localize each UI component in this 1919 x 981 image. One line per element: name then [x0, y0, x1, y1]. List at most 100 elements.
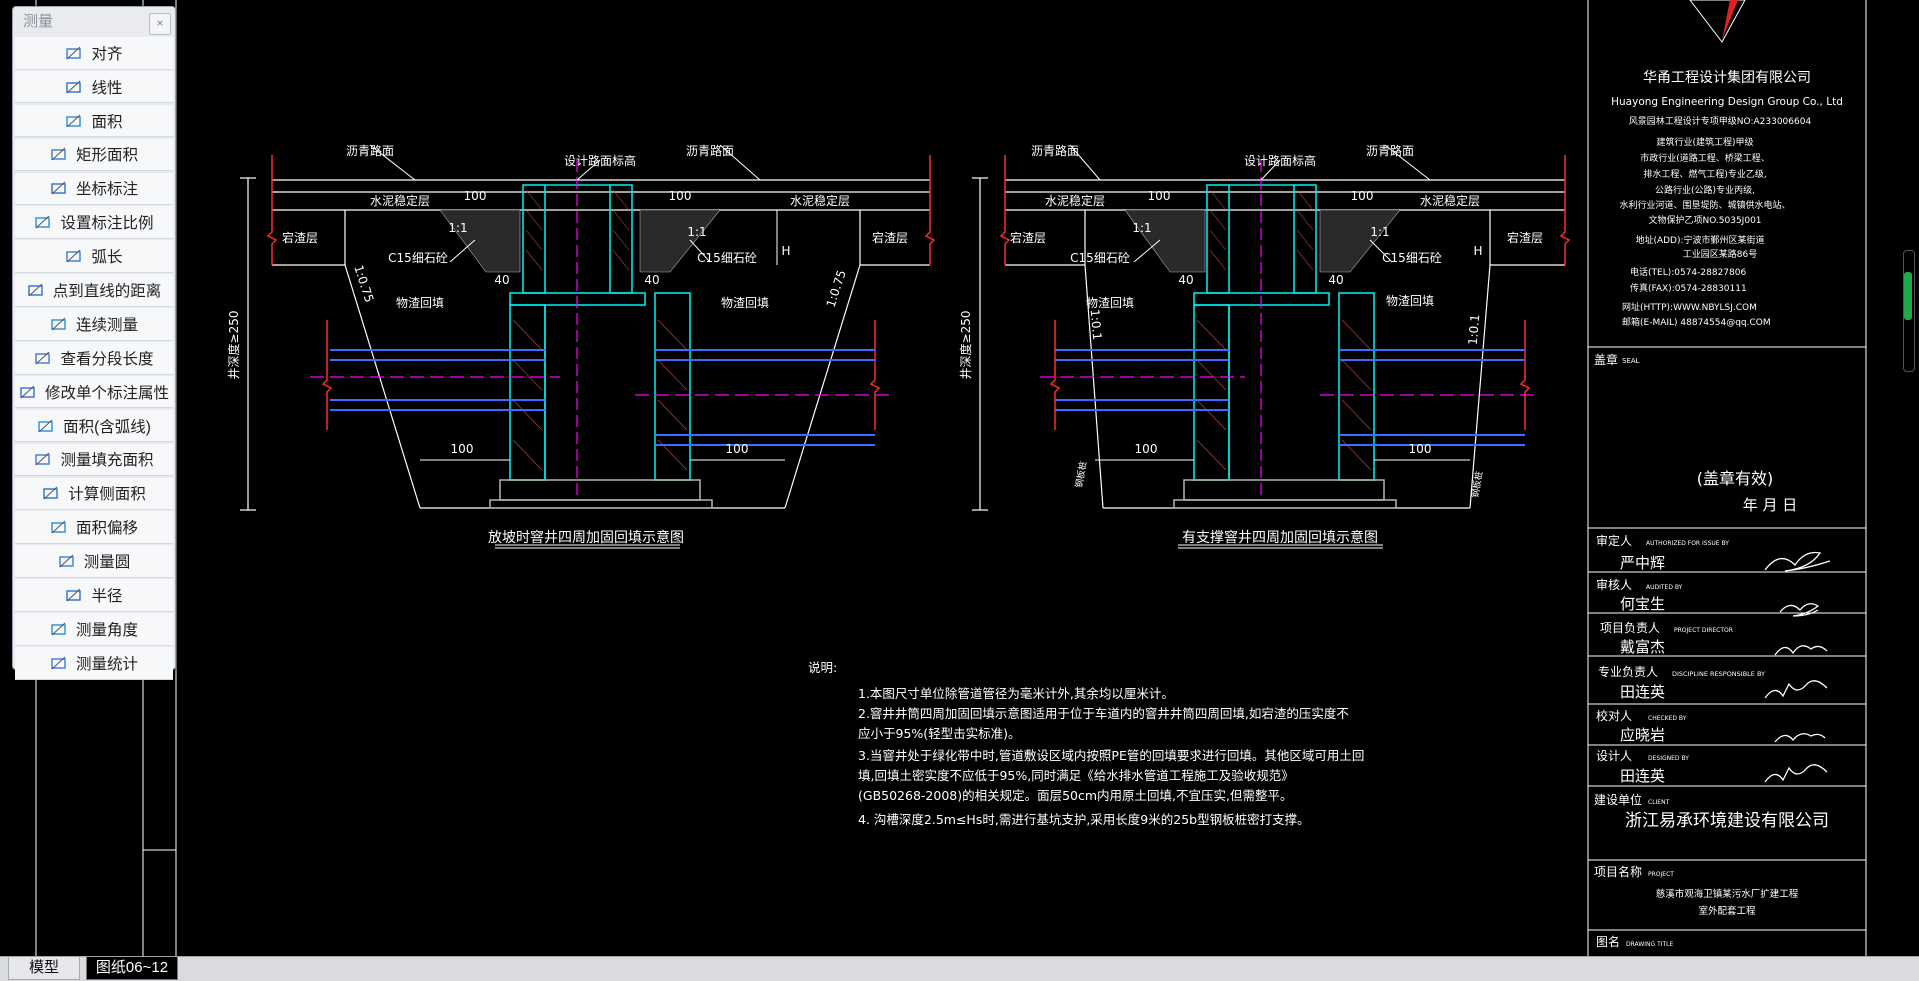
linear-measure-icon	[65, 78, 83, 96]
client-name: 浙江易承环境建设有限公司	[1625, 811, 1829, 831]
email: 邮箱(E-MAIL) 48874554@qq.COM	[1622, 316, 1771, 328]
row-en: CHECKED BY	[1648, 715, 1687, 722]
dim-11a: 1:1	[448, 221, 467, 235]
measure-item-label: 面积偏移	[75, 520, 138, 538]
qual-line: 文物保护乙项NO.5035J001	[1648, 214, 1761, 226]
dim-40b-r: 40	[1328, 273, 1343, 287]
seal-label: 盖章	[1594, 352, 1618, 367]
row-name: 田连英	[1620, 683, 1665, 701]
label-concrete-right-r: C15细石砼	[1382, 251, 1442, 265]
dim-bot-a-r: 100	[1135, 442, 1158, 456]
measure-item-segment[interactable]: 查看分段长度	[15, 342, 173, 375]
dim-bot-b: 100	[726, 442, 749, 456]
qual-line: 排水工程、燃气工程)专业乙级,	[1643, 168, 1766, 180]
notes-line: 1.本图尺寸单位除管道管径为毫米计外,其余均以厘米计。	[858, 686, 1174, 701]
address: 地址(ADD):宁波市鄞州区某街道	[1635, 234, 1764, 246]
row-en: DESIGNED BY	[1648, 755, 1689, 762]
measure-item-stats[interactable]: 测量统计	[15, 647, 173, 680]
measure-item-point-line[interactable]: 点到直线的距离	[15, 274, 173, 307]
row-name: 田连英	[1620, 767, 1665, 785]
measure-item-label: 测量填充面积	[60, 452, 154, 470]
scrollbar[interactable]	[1903, 250, 1915, 372]
label-fill-left-r: 物渣回填	[1086, 296, 1134, 310]
label-road-left-r: 沥青路面	[1031, 143, 1079, 158]
tab-sheet[interactable]: 图纸06~12	[86, 957, 178, 980]
measure-item-continuous[interactable]: 连续测量	[15, 308, 173, 341]
label-concrete-left: C15细石砼	[388, 251, 448, 265]
measure-item-coordinate[interactable]: 坐标标注	[15, 172, 173, 206]
row-name: 戴富杰	[1620, 638, 1665, 656]
scrollbar-thumb[interactable]	[1904, 272, 1912, 320]
row-name: 应晓岩	[1620, 726, 1665, 744]
title-right-detail: 有支撑窨井四周加固回填示意图	[1182, 529, 1378, 546]
qual-line: 建筑行业(建筑工程)甲级	[1656, 136, 1753, 148]
label-side-right: 宕渣层	[872, 230, 908, 245]
area-icon	[65, 112, 83, 130]
notes-line: 4. 沟槽深度2.5m≤Hs时,需进行基坑支护,采用长度9米的25b型钢板桩密打…	[858, 812, 1310, 827]
label-base-left: 水泥稳定层	[370, 193, 430, 208]
date: 年 月 日	[1743, 496, 1798, 514]
label-fill-right: 物渣回填	[721, 296, 769, 310]
measure-item-arc-length[interactable]: 弧长	[15, 240, 173, 273]
dim-40a-r: 40	[1178, 273, 1193, 287]
label-slope-right-r: 1:0.1	[1466, 314, 1483, 346]
arc-length-icon	[65, 247, 83, 265]
coordinate-icon	[50, 179, 68, 197]
label-road-left: 沥青路面	[346, 143, 394, 158]
row-en: PROJECT DIRECTOR	[1674, 627, 1733, 634]
rect-area-icon	[50, 145, 68, 163]
measure-item-radius[interactable]: 半径	[15, 579, 173, 612]
seal-valid: (盖章有效)	[1697, 469, 1774, 488]
measure-item-label: 查看分段长度	[60, 350, 154, 368]
dim-40a: 40	[494, 273, 509, 287]
project-name-2: 室外配套工程	[1698, 905, 1756, 917]
measure-item-linear-measure[interactable]: 线性	[15, 70, 173, 104]
measure-item-circle[interactable]: 测量圆	[15, 545, 173, 578]
detail-right: 沥青路面 沥青路面 设计路面标高 水泥稳定层 水泥稳定层 宕渣层 宕渣层 C15…	[958, 143, 1571, 549]
measure-item-label: 面积	[91, 113, 123, 131]
address-2: 工业园区某路86号	[1683, 248, 1757, 260]
client-en: CLIENT	[1648, 799, 1670, 806]
measure-item-label: 测量角度	[75, 621, 138, 639]
dim-h: H	[781, 244, 790, 258]
measure-item-rect-area[interactable]: 矩形面积	[15, 138, 173, 172]
side-area-icon	[42, 484, 60, 502]
measure-item-align-measure[interactable]: 对齐	[15, 37, 173, 70]
measure-item-label: 面积(含弧线)	[63, 418, 151, 436]
company-name: 华甬工程设计集团有限公司	[1643, 69, 1811, 86]
label-base-right-r: 水泥稳定层	[1420, 193, 1480, 208]
measure-item-label: 连续测量	[75, 316, 138, 334]
continuous-icon	[50, 315, 68, 333]
align-measure-icon	[65, 44, 83, 62]
measure-item-label: 对齐	[91, 45, 123, 63]
label-side-left: 宕渣层	[282, 230, 318, 245]
measure-item-hatch-area[interactable]: 测量填充面积	[15, 443, 173, 477]
measure-item-label: 矩形面积	[75, 147, 138, 165]
measure-item-area[interactable]: 面积	[15, 104, 173, 138]
row-en: DISCIPLINE RESPONSIBLE BY	[1672, 670, 1765, 678]
close-icon[interactable]: ×	[149, 13, 171, 35]
detail-left: 沥青路面 沥青路面 设计路面标高 水泥稳定层 水泥稳定层 宕渣层 宕渣层 C15…	[226, 143, 936, 549]
measure-item-scale[interactable]: 设置标注比例	[15, 206, 173, 239]
measure-item-arc-area[interactable]: 面积(含弧线)	[15, 409, 173, 443]
fax: 传真(FAX):0574-28830111	[1630, 282, 1747, 294]
tab-model[interactable]: 模型	[8, 957, 80, 980]
measure-item-angle[interactable]: 测量角度	[15, 613, 173, 646]
notes-line: (GB50268-2008)的相关规定。面层50cm内用原土回填,不宜压实,但需…	[858, 788, 1293, 803]
edit-dim-icon	[19, 383, 37, 401]
title-block: 华甬工程设计集团有限公司 Huayong Engineering Design …	[1594, 0, 1843, 949]
dim-11b: 1:1	[687, 225, 706, 239]
label-base-left-r: 水泥稳定层	[1045, 193, 1105, 208]
dim-40b: 40	[644, 273, 659, 287]
dim-100a-r: 100	[1148, 189, 1171, 203]
measure-item-area-offset[interactable]: 面积偏移	[15, 511, 173, 544]
hatch-area-icon	[34, 450, 52, 468]
dim-100a: 100	[464, 189, 487, 203]
stats-icon	[50, 654, 68, 672]
measure-item-side-area[interactable]: 计算侧面积	[15, 477, 173, 511]
measure-item-edit-dim[interactable]: 修改单个标注属性	[15, 375, 173, 409]
label-concrete-right: C15细石砼	[697, 251, 757, 265]
notes-line: 填,回填土密实度不应低于95%,同时满足《给水排水管道工程施工及验收规范》	[858, 768, 1294, 783]
label-fill-right-r: 物渣回填	[1386, 294, 1434, 308]
